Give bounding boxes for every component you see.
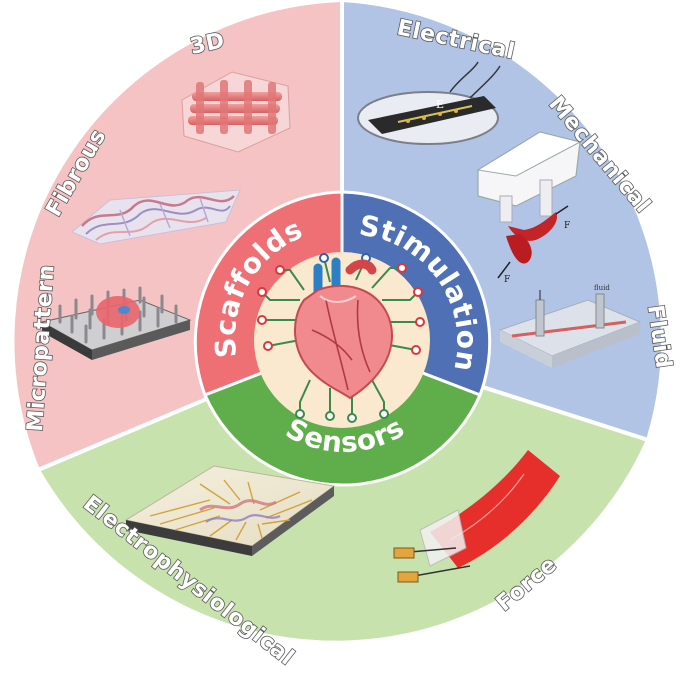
stimulation-fluid-image: fluid [498, 284, 642, 368]
sensor-electrophysiological-image [124, 465, 336, 556]
electrical-field-label: E [436, 98, 444, 111]
sensor-force-image [393, 450, 560, 583]
scaffold-3d-image [181, 71, 291, 153]
force-label-upper: F [564, 221, 570, 231]
stimulation-mechanical-image: F F [476, 131, 582, 285]
scaffold-fibrous-image [71, 189, 241, 245]
force-label-lower: F [504, 275, 510, 285]
heart-illustration [294, 257, 393, 400]
scaffold-micropattern-image [40, 286, 192, 360]
sensors-outer-sector [35, 339, 651, 645]
circuit-nodes [257, 253, 425, 423]
fluid-image-label: fluid [594, 284, 610, 292]
stimulation-electrical-image: E [357, 61, 501, 145]
